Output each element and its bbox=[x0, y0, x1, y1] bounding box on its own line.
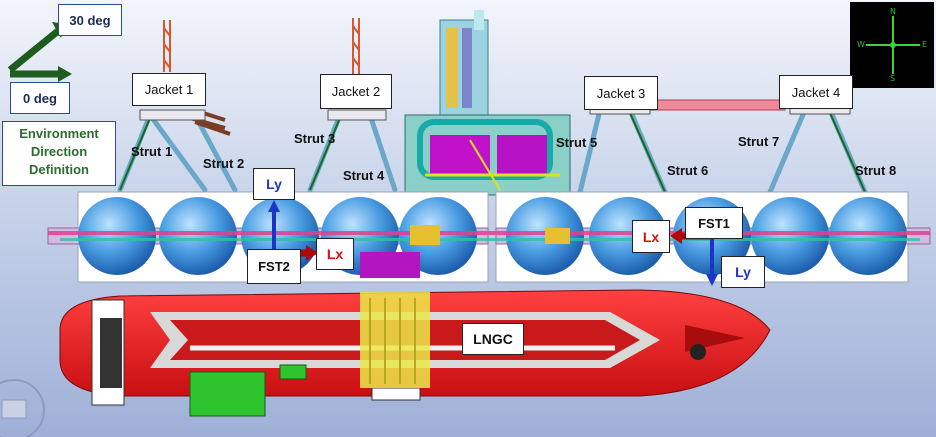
strut-2-label: Strut 2 bbox=[203, 156, 245, 171]
strut-7-label: Strut 7 bbox=[738, 134, 780, 149]
strut-5-label: Strut 5 bbox=[556, 135, 598, 150]
fst1-ly-label: Ly bbox=[721, 256, 765, 288]
strut-4-label: Strut 4 bbox=[343, 168, 385, 183]
jacket-1-deck bbox=[139, 109, 206, 121]
strut-3-label: Strut 3 bbox=[294, 131, 336, 146]
fst1-lx-label: Lx bbox=[632, 220, 670, 253]
bridge-walkway bbox=[644, 99, 786, 111]
derrick-1 bbox=[163, 20, 171, 72]
fst2-lx-label: Lx bbox=[316, 238, 354, 270]
direction-30-label: 30 deg bbox=[58, 4, 122, 36]
strut-8-label: Strut 8 bbox=[855, 163, 897, 178]
env-line-2: Direction bbox=[30, 144, 88, 159]
fst1-ly-arrow bbox=[706, 236, 718, 286]
lng-tanks bbox=[78, 197, 907, 275]
topsides-tower bbox=[404, 10, 571, 196]
jacket-4-label: Jacket 4 bbox=[779, 75, 853, 109]
derrick-2 bbox=[352, 18, 360, 74]
jacket-2-label: Jacket 2 bbox=[320, 74, 392, 109]
environment-direction-definition: Environment Direction Definition bbox=[2, 121, 116, 186]
jacket-3-label: Jacket 3 bbox=[584, 76, 658, 110]
compass-south: S bbox=[890, 74, 896, 83]
jacket-1-label: Jacket 1 bbox=[132, 73, 206, 106]
lngc-vessel bbox=[59, 289, 771, 417]
jacket-2-deck bbox=[327, 109, 387, 121]
compass bbox=[850, 2, 934, 88]
env-line-3: Definition bbox=[29, 162, 89, 177]
strut-1-label: Strut 1 bbox=[131, 144, 173, 159]
direction-arrow-0 bbox=[10, 66, 72, 82]
fst1-label: FST1 bbox=[685, 207, 743, 239]
lngc-label: LNGC bbox=[462, 323, 524, 355]
view-cube-icon[interactable] bbox=[0, 379, 45, 437]
direction-0-label: 0 deg bbox=[10, 82, 70, 114]
compass-east: E bbox=[922, 40, 928, 49]
deck-piping bbox=[48, 225, 930, 278]
compass-west: W bbox=[857, 40, 865, 49]
fst2-ly-label: Ly bbox=[253, 168, 295, 200]
fst2-ly-arrow bbox=[268, 200, 280, 255]
strut-6-label: Strut 6 bbox=[667, 163, 709, 178]
env-line-1: Environment bbox=[19, 126, 99, 141]
fst2-label: FST2 bbox=[247, 249, 301, 284]
compass-north: N bbox=[890, 7, 896, 16]
